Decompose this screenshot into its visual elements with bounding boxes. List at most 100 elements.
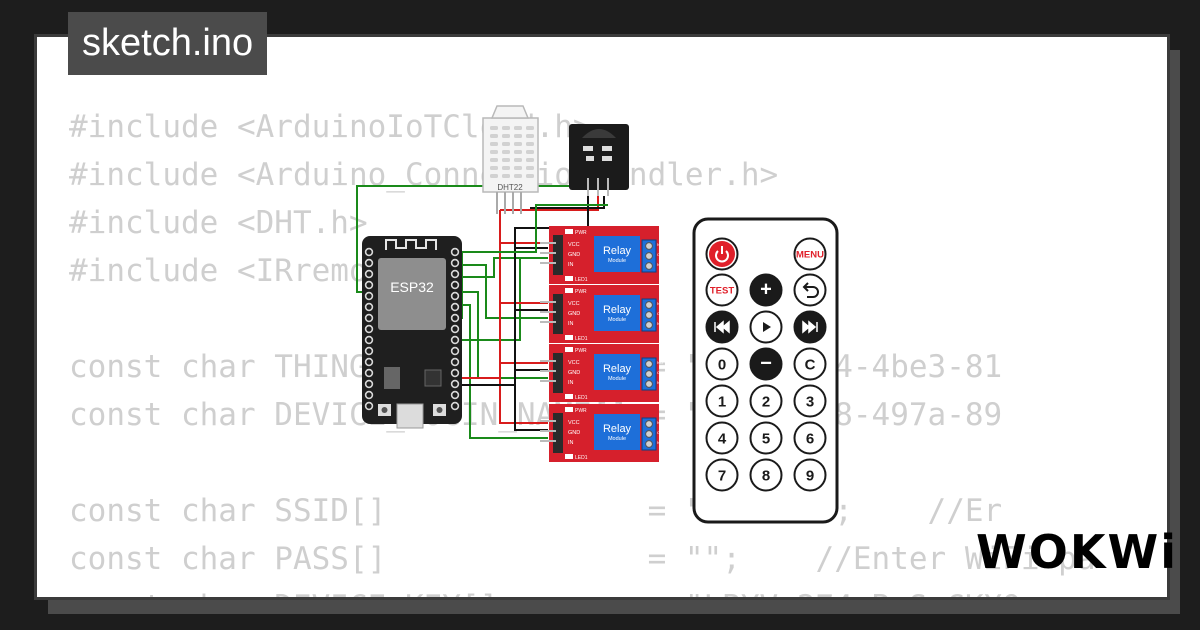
remote-button: 1	[705, 384, 739, 418]
relay-pin-label: VCC	[568, 301, 580, 307]
relay-sublabel: Module	[608, 436, 626, 442]
dht22-vent	[526, 134, 534, 138]
wire	[455, 304, 548, 439]
dht22-vent	[526, 158, 534, 162]
relay-terminal-label: NO	[657, 301, 663, 306]
esp32-pin	[364, 280, 374, 290]
remote-button: +	[749, 273, 783, 307]
remote-button-label: −	[760, 353, 772, 375]
remote-button: 3	[793, 384, 827, 418]
remote-button-shape	[793, 384, 827, 418]
dht22-vent	[490, 166, 498, 170]
remote-button	[749, 310, 783, 344]
ir-receiver-part	[602, 146, 612, 151]
relay-pin-label: GND	[568, 311, 580, 317]
esp32-pin	[364, 258, 374, 268]
esp32-pin	[364, 313, 374, 323]
dht22-vent	[502, 134, 510, 138]
remote-button-shape	[749, 273, 783, 307]
relay-terminal-screw	[645, 262, 653, 270]
relay-label: Relay	[603, 245, 632, 257]
esp32-pin	[364, 335, 374, 345]
remote-button: 9	[793, 458, 827, 492]
relay-terminal-label: NC	[657, 262, 663, 267]
relay-terminal-label: COM	[657, 370, 666, 375]
remote-button-shape	[793, 237, 827, 271]
remote-button: 5	[749, 421, 783, 455]
relay-terminal-screw	[645, 311, 653, 319]
code-line: const char DEVICE_KEY[] = "LBYV 274 BrS …	[69, 583, 1135, 597]
remote-button	[793, 273, 827, 307]
ir-receiver-board	[569, 124, 629, 190]
remote-button-shape	[749, 384, 783, 418]
relay-terminal-screw	[645, 252, 653, 260]
esp32-board: ESP32	[362, 236, 462, 429]
esp32-pin	[450, 302, 460, 312]
relay-pin-label: VCC	[568, 242, 580, 248]
wire	[500, 196, 599, 211]
dht22-vent	[514, 134, 522, 138]
relay-pin-label: GND	[568, 252, 580, 258]
relay-led-label: LED1	[575, 395, 588, 401]
esp32-pin	[450, 324, 460, 334]
wire	[455, 257, 548, 278]
wire	[499, 210, 548, 244]
relay-sublabel: Module	[608, 258, 626, 264]
back-icon-arrow	[802, 282, 809, 292]
relay-status-led	[565, 335, 573, 340]
relay-pin-label: GND	[568, 370, 580, 376]
remote-button-shape	[705, 347, 739, 381]
dht22-vent	[526, 166, 534, 170]
remote-button-label: 8	[762, 468, 770, 485]
power-icon-arc	[715, 250, 729, 263]
remote-button-shape	[705, 384, 739, 418]
dht22-vent	[502, 150, 510, 154]
relay-led-label: LED1	[575, 455, 588, 461]
dht22-vent	[490, 134, 498, 138]
relay-pin-label: VCC	[568, 360, 580, 366]
remote-button: C	[793, 347, 827, 381]
esp32-pin	[450, 335, 460, 345]
esp32-pin	[450, 280, 460, 290]
esp32-pin	[364, 346, 374, 356]
relay-led-label: PWR	[575, 289, 587, 295]
dht22-vent	[490, 126, 498, 130]
dht22-vent	[514, 150, 522, 154]
remote-button: 7	[705, 458, 739, 492]
ir-receiver-dome	[582, 129, 616, 138]
relay-power-led	[565, 229, 573, 234]
ir-receiver	[569, 124, 629, 196]
wire	[514, 370, 548, 431]
esp32-pin	[450, 379, 460, 389]
esp32-regulator	[384, 367, 400, 389]
relay-terminal-label: COM	[657, 252, 666, 257]
dht22-vent	[514, 166, 522, 170]
dht22-sensor: DHT22	[482, 105, 539, 214]
relay-terminal-label: NO	[657, 242, 663, 247]
remote-button-shape	[749, 347, 783, 381]
esp32-pin	[450, 357, 460, 367]
relay-status-led	[565, 394, 573, 399]
relay-led-label: PWR	[575, 230, 587, 236]
esp32-pin	[364, 269, 374, 279]
relay-terminal-label: NC	[657, 321, 663, 326]
relay-led-label: PWR	[575, 348, 587, 354]
dht22-vent	[526, 142, 534, 146]
dht22-vent	[490, 150, 498, 154]
relay-pin-label: IN	[568, 321, 574, 327]
dht22-vent	[490, 174, 498, 178]
remote-button	[705, 310, 739, 344]
relay-terminal-screw	[645, 440, 653, 448]
remote-button-shape	[793, 347, 827, 381]
code-line: #include <DHT.h>	[69, 205, 368, 241]
relay-header	[553, 294, 563, 334]
remote-button-shape	[749, 421, 783, 455]
relay-terminal-screw	[645, 430, 653, 438]
wire	[455, 264, 548, 319]
esp32-pin	[364, 390, 374, 400]
dht22-vent	[514, 158, 522, 162]
remote-button-label: 6	[806, 431, 814, 448]
remote-button-shape	[793, 458, 827, 492]
